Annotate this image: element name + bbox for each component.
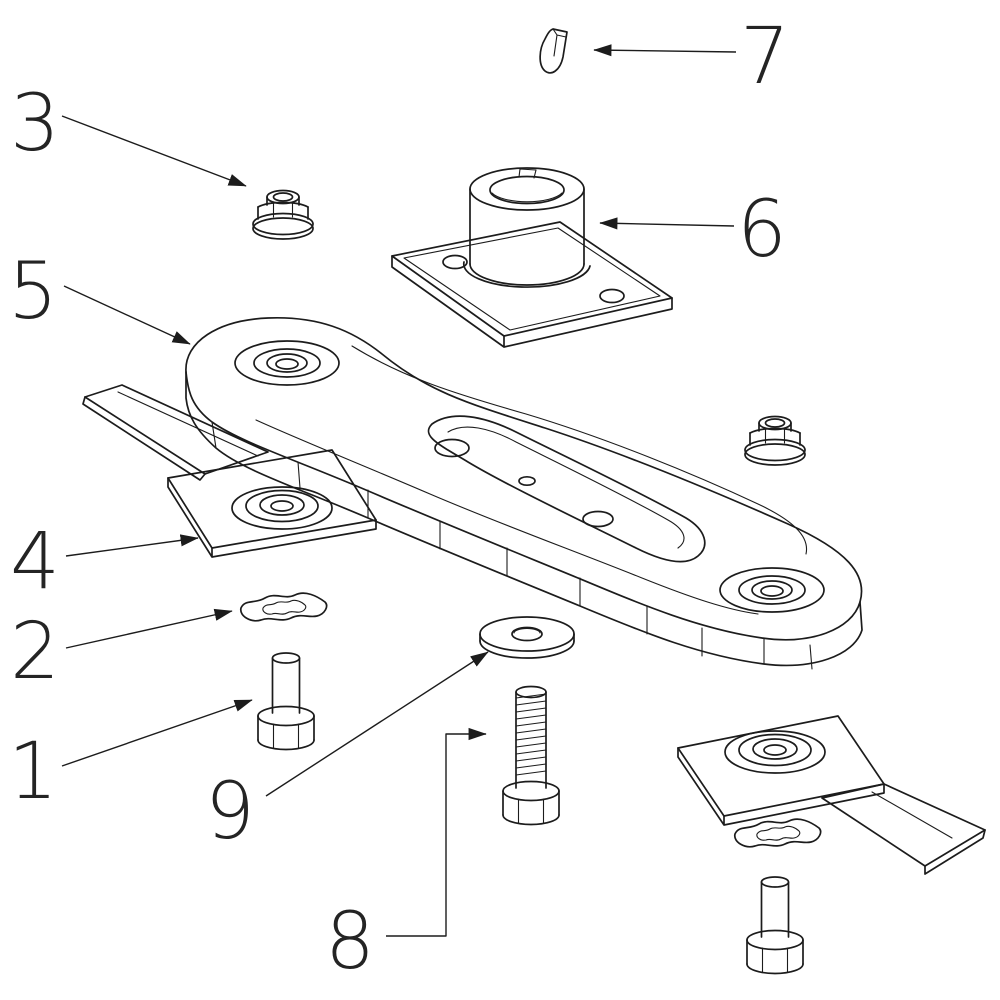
part-mounting-bolt-right — [746, 876, 804, 975]
leader-line-7 — [593, 44, 737, 57]
leader-line-5 — [63, 285, 191, 345]
callout-label-2: 2 — [10, 607, 60, 697]
leader-line-8 — [386, 727, 487, 937]
part-flat-washer-center — [479, 616, 575, 659]
leader-line-2 — [65, 608, 233, 649]
callout-label-3: 3 — [10, 79, 60, 169]
part-hex-bolt-center — [502, 685, 560, 826]
leader-line-9 — [265, 651, 489, 797]
part-wave-washer-right — [733, 818, 822, 848]
part-blade-wing-right — [677, 715, 986, 875]
part-blade-wing-left — [82, 384, 377, 558]
part-mounting-bolt-left — [257, 652, 315, 751]
part-woodruff-key — [539, 28, 568, 74]
part-flange-lock-nut-right — [744, 415, 806, 466]
leader-line-1 — [61, 699, 253, 767]
leader-line-3 — [61, 115, 247, 187]
callout-label-8: 8 — [325, 897, 375, 987]
callout-label-7: 7 — [740, 12, 790, 102]
callout-label-4: 4 — [10, 517, 60, 607]
part-blade-adapter-hub — [391, 167, 673, 348]
part-flange-lock-nut-left — [252, 189, 314, 240]
callout-label-9: 9 — [205, 767, 255, 857]
callout-label-6: 6 — [737, 185, 787, 275]
part-blade-carrier-disc — [185, 316, 863, 670]
leader-line-6 — [599, 217, 735, 230]
leader-line-4 — [65, 534, 199, 557]
leader-lines — [61, 44, 737, 937]
callout-label-1: 1 — [8, 727, 58, 817]
part-wave-washer-left — [239, 592, 328, 622]
callout-label-5: 5 — [8, 247, 58, 337]
